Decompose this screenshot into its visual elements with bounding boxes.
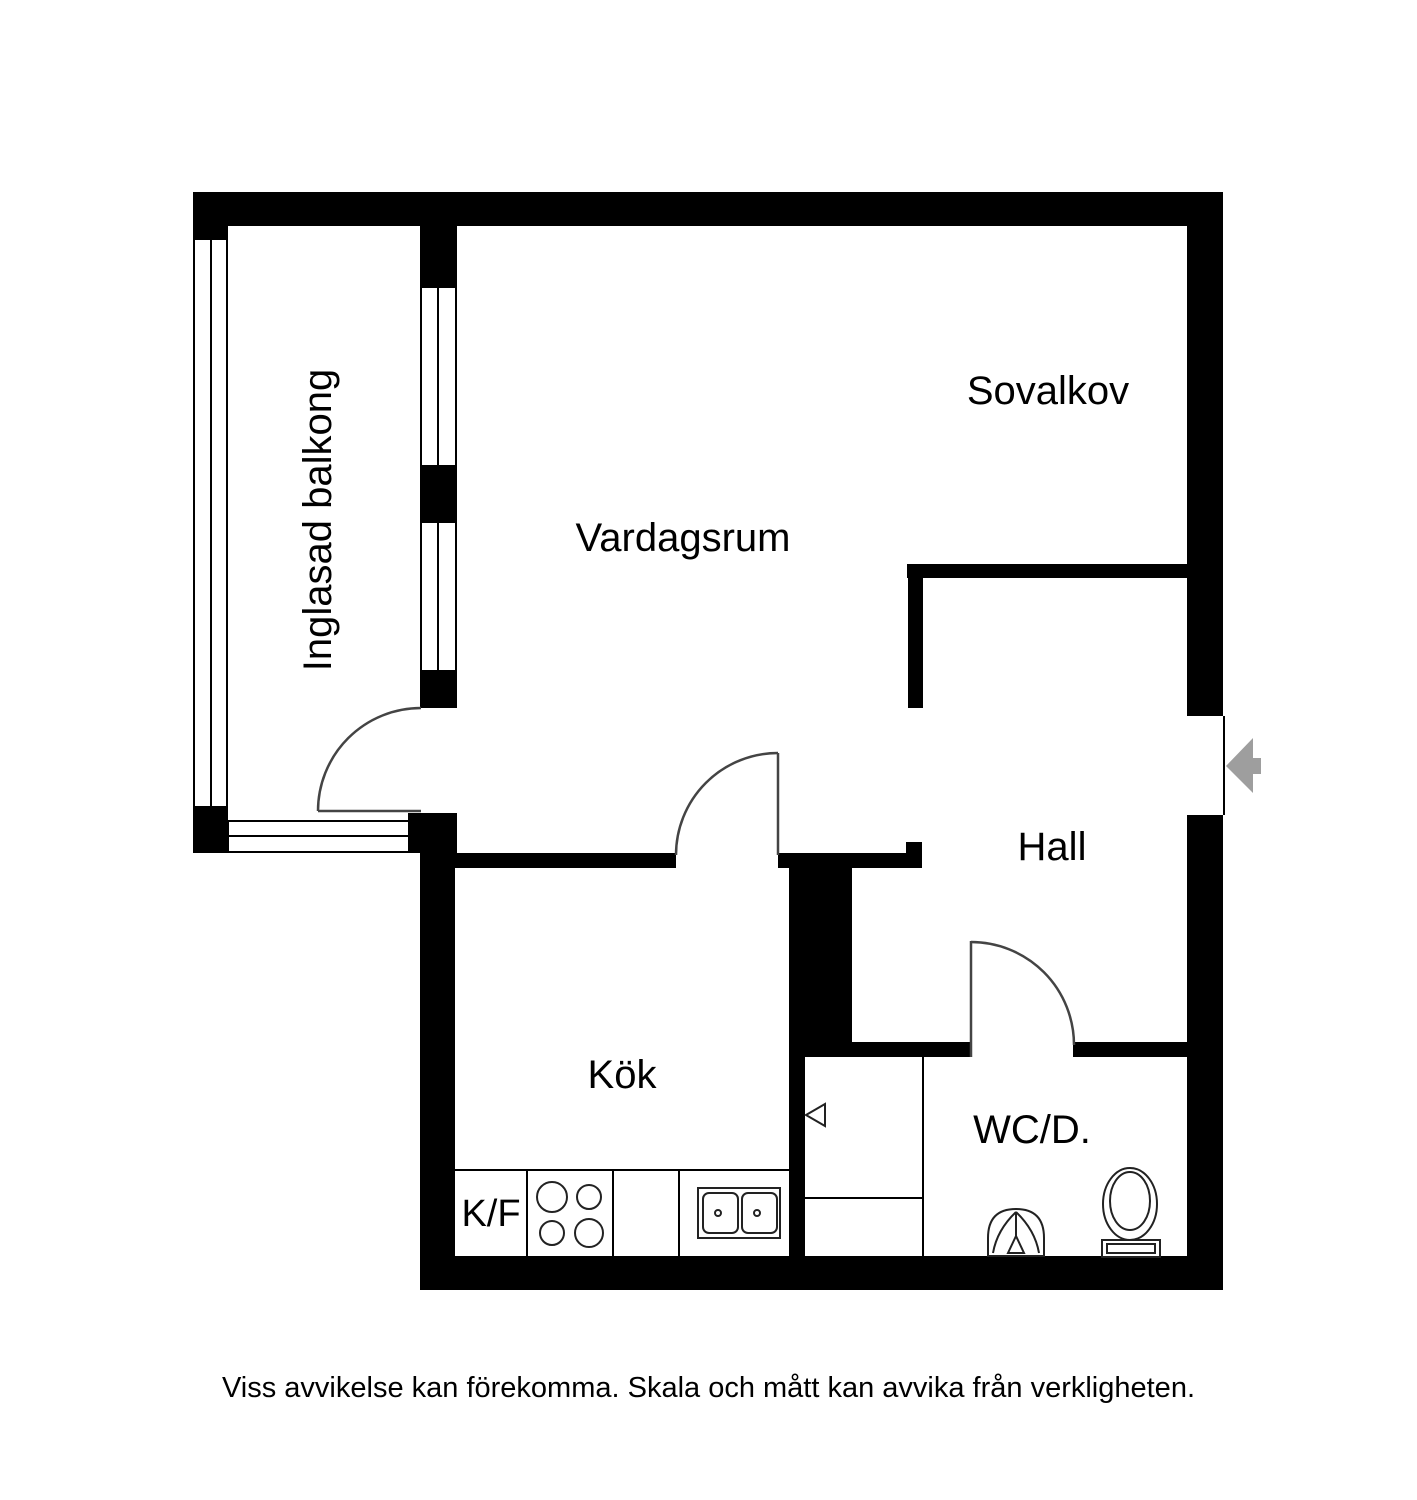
wall-kitchen-left (420, 853, 455, 1256)
wall-kitchen-top-right (778, 853, 922, 868)
wall-balcony-corner-topleft (193, 226, 228, 240)
room-label-living-room: Vardagsrum (575, 516, 791, 560)
washbasin-icon (987, 1207, 1045, 1257)
wall-bottom (420, 1256, 1223, 1290)
disclaimer-text: Viss avvikelse kan förekomma. Skala och … (221, 1372, 1195, 1404)
room-label-bathroom: WC/D. (973, 1108, 1091, 1152)
room-label-balcony: Inglasad balkong (296, 368, 340, 672)
wall-balcony-partition-3 (420, 670, 457, 708)
walls (193, 192, 1223, 1290)
appliance-label-fridge-freezer: K/F (461, 1193, 521, 1236)
wall-hall-bottom-right (1073, 1042, 1188, 1057)
room-label-kitchen: Kök (587, 1053, 657, 1097)
kitchen-door-icon (674, 751, 780, 856)
wall-right-upper (1187, 226, 1223, 716)
toilet-icon (1101, 1167, 1161, 1258)
kitchen-counter (455, 1169, 789, 1256)
entry-arrow-icon (1226, 738, 1261, 793)
wall-hall-left-tab (906, 842, 922, 855)
wall-balcony-partition-2 (420, 465, 457, 523)
bathroom-door-icon (969, 940, 1076, 1057)
stove-icon (536, 1181, 604, 1248)
room-label-sleeping-alcove: Sovalkov (966, 369, 1130, 413)
room-label-hall: Hall (1017, 825, 1087, 869)
wall-balcony-partition-1 (420, 226, 457, 288)
wall-kitchen-wc (789, 1057, 805, 1256)
balcony-door-icon (316, 706, 422, 813)
wall-alcove-bottom (907, 564, 1223, 578)
wall-kitchen-top-left (455, 853, 676, 868)
window-glazing-icon (193, 240, 457, 853)
wall-right-lower (1187, 815, 1223, 1290)
wall-hall-left-upper (908, 578, 923, 708)
kitchen-sink-icon (697, 1187, 781, 1239)
wall-balcony-corner-bottomleft (193, 806, 228, 853)
closet-partition (805, 1057, 924, 1256)
wall-top (193, 192, 1223, 226)
wall-kitchen-hall (789, 868, 852, 1042)
wall-balcony-corner-right (408, 813, 457, 853)
vent-triangle-icon (804, 1102, 826, 1128)
wall-hall-bottom-left (789, 1042, 971, 1057)
